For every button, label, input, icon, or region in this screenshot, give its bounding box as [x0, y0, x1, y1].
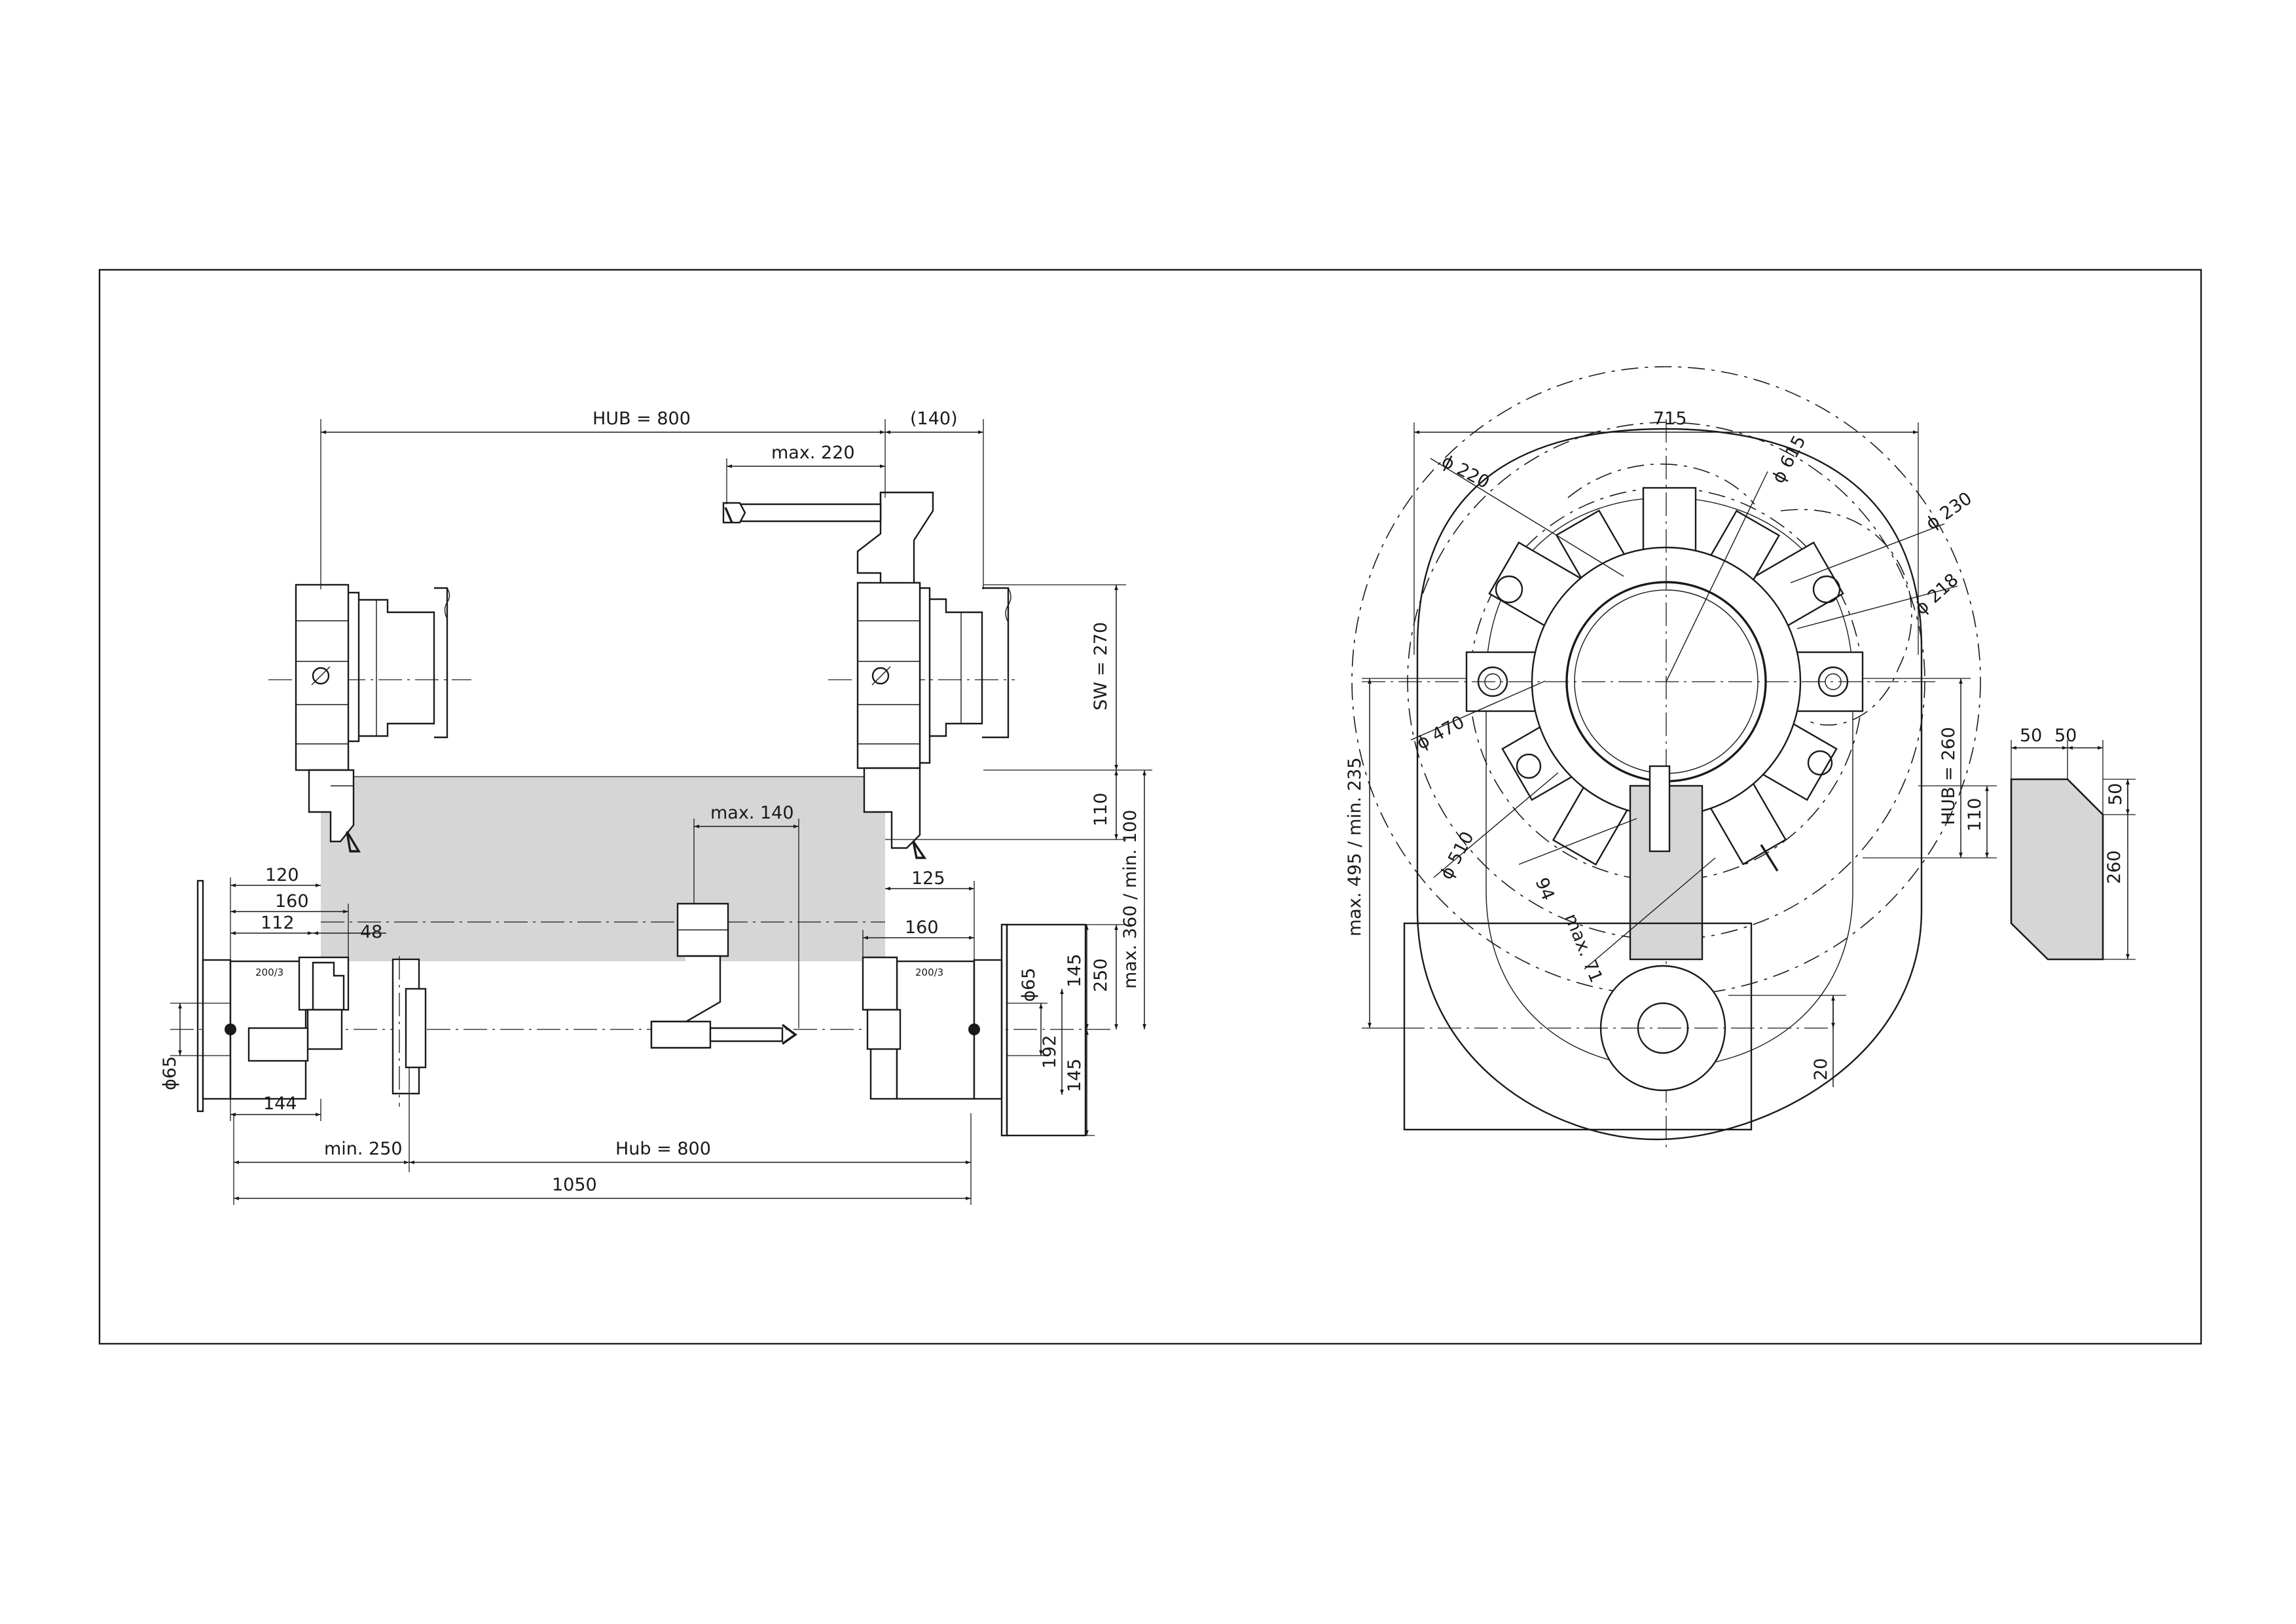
drawing-frame [98, 268, 2202, 1345]
dim-hub-800-bottom: Hub = 800 [615, 1139, 711, 1159]
dim-120: 120 [265, 865, 299, 885]
dim-715: 715 [1653, 409, 1687, 429]
boring-bar-top [722, 502, 882, 524]
chuck-label-right: 200/3 [915, 967, 943, 978]
dim-1050: 1050 [552, 1175, 597, 1195]
left-turret-block [295, 583, 450, 853]
dim-phi65-left: ϕ65 [160, 1056, 180, 1090]
dim-phi615: ϕ 615 [1768, 432, 1810, 487]
tool-profile-shape [2010, 778, 2104, 961]
cross-slide-box [1403, 922, 1753, 1131]
dim-192: 192 [1040, 1035, 1060, 1069]
dim-max-360-min-100: max. 360 / min. 100 [1120, 810, 1140, 989]
left-chuck: 200/3 [196, 879, 427, 1113]
dim-144: 144 [263, 1094, 297, 1114]
dim-250: 250 [1091, 958, 1111, 992]
turret-view: 715 ϕ 220 ϕ 615 ϕ 230 ϕ 218 ϕ 470 ϕ 510 … [1345, 366, 1997, 1153]
lower-tool-holder [650, 902, 797, 1049]
dim-phi230: ϕ 230 [1922, 489, 1976, 534]
dim-48: 48 [360, 922, 382, 942]
side-view: 200/3 200/3 HUB = 800 (140) max. 220 [160, 409, 1152, 1205]
dim-160-right: 160 [905, 917, 939, 938]
dim-sw-270: SW = 270 [1091, 622, 1111, 710]
dim-50-b: 50 [2054, 726, 2077, 746]
dim-min-250: min. 250 [324, 1139, 403, 1159]
work-area [321, 777, 885, 961]
dim-50-c: 50 [2105, 783, 2126, 805]
dim-hub-800-top: HUB = 800 [592, 409, 691, 429]
right-turret-block [856, 491, 1011, 859]
dim-hub-260: HUB = 260 [1939, 727, 1959, 825]
dim-110: 110 [1091, 792, 1111, 826]
dim-max-140: max. 140 [710, 803, 794, 823]
dim-phi470: ϕ 470 [1413, 712, 1468, 754]
dim-112: 112 [261, 913, 295, 933]
dim-145-top: 145 [1065, 953, 1085, 987]
dim-max-71: max. 71 [1561, 911, 1607, 986]
dim-110-turret: 110 [1965, 798, 1985, 832]
dim-max-220: max. 220 [771, 443, 855, 463]
dim-20: 20 [1811, 1058, 1831, 1080]
dim-offset-140: (140) [910, 409, 958, 429]
dim-145-bottom: 145 [1065, 1058, 1085, 1092]
dim-phi220: ϕ 220 [1438, 451, 1493, 493]
dim-phi218: ϕ 218 [1911, 570, 1963, 619]
dim-160-left: 160 [275, 891, 309, 912]
dim-50-a: 50 [2020, 726, 2042, 746]
chuck-label-left: 200/3 [255, 967, 283, 978]
dim-phi510: ϕ 510 [1436, 828, 1478, 883]
dim-phi65-right: ϕ65 [1019, 968, 1039, 1002]
dim-260-tool: 260 [2104, 850, 2124, 884]
machine-envelope [1416, 428, 1923, 1141]
dim-94: 94 [1531, 875, 1559, 903]
tool-profile: 50 50 50 260 [2010, 726, 2136, 961]
dim-max-495-min-235: max. 495 / min. 235 [1345, 758, 1365, 936]
dim-125: 125 [911, 868, 945, 889]
right-chuck: 200/3 [862, 923, 1008, 1137]
